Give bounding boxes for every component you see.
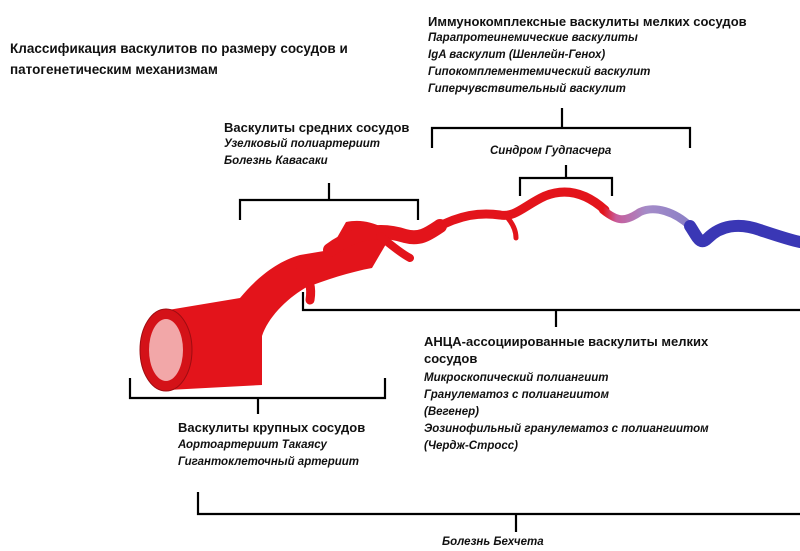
medium-branch-2: [376, 232, 414, 262]
arteriole-main: [431, 187, 610, 233]
large-artery: [139, 220, 393, 392]
bracket-immune-complex: [430, 108, 692, 148]
large-item: Гигантоклеточный артериит: [178, 456, 359, 468]
immune-item: Парапротеинемические васкулиты: [428, 32, 638, 44]
large-item: Аортоартериит Такаясу: [178, 439, 327, 451]
anca-item: (Чердж-Стросс): [424, 440, 518, 452]
artery-lumen: [149, 319, 183, 381]
medium-item: Узелковый полиартериит: [224, 138, 381, 150]
immune-item: Гиперчувствительный васкулит: [428, 83, 626, 95]
anca-item: Эозинофильный гранулематоз с полиангиито…: [424, 423, 709, 435]
immune-complex-heading: Иммунокомплексные васкулиты мелких сосуд…: [428, 14, 747, 29]
arteriole-branch: [502, 212, 519, 241]
bracket-behcet: [196, 492, 800, 532]
anca-heading: АНЦА-ассоциированные васкулиты мелких: [424, 334, 709, 349]
medium-vessels-heading: Васкулиты средних сосудов: [224, 120, 410, 135]
bracket-goodpasture: [518, 165, 614, 196]
medium-artery-main: [323, 219, 447, 257]
anca-item: Микроскопический полиангиит: [424, 372, 609, 384]
medium-branch-1: [295, 261, 316, 305]
page-title: Классификация васкулитов по размеру сосу…: [10, 41, 348, 77]
bracket-large-vessels: [128, 378, 387, 414]
medium-item: Болезнь Кавасаки: [224, 155, 328, 167]
capillary-segment: [599, 205, 694, 230]
goodpasture-label: Синдром Гудпасчера: [490, 145, 612, 157]
anca-item: Гранулематоз с полиангиитом: [424, 389, 609, 401]
artery-rim: [139, 308, 193, 392]
immune-item: Гипокомплементемический васкулит: [428, 66, 651, 78]
bracket-medium-vessels: [238, 183, 420, 220]
venule-segment: [684, 219, 800, 248]
anca-item: (Вегенер): [424, 406, 479, 418]
anca-heading-cont: сосудов: [424, 351, 478, 366]
small-arteries: [431, 187, 610, 241]
behcet-label: Болезнь Бехчета: [442, 536, 544, 548]
bracket-anca: [301, 292, 800, 327]
artery-trunk: [168, 220, 393, 390]
large-vessels-heading: Васкулиты крупных сосудов: [178, 420, 366, 435]
immune-item: IgA васкулит (Шенлейн-Генох): [428, 49, 606, 61]
medium-arteries: [295, 219, 447, 305]
